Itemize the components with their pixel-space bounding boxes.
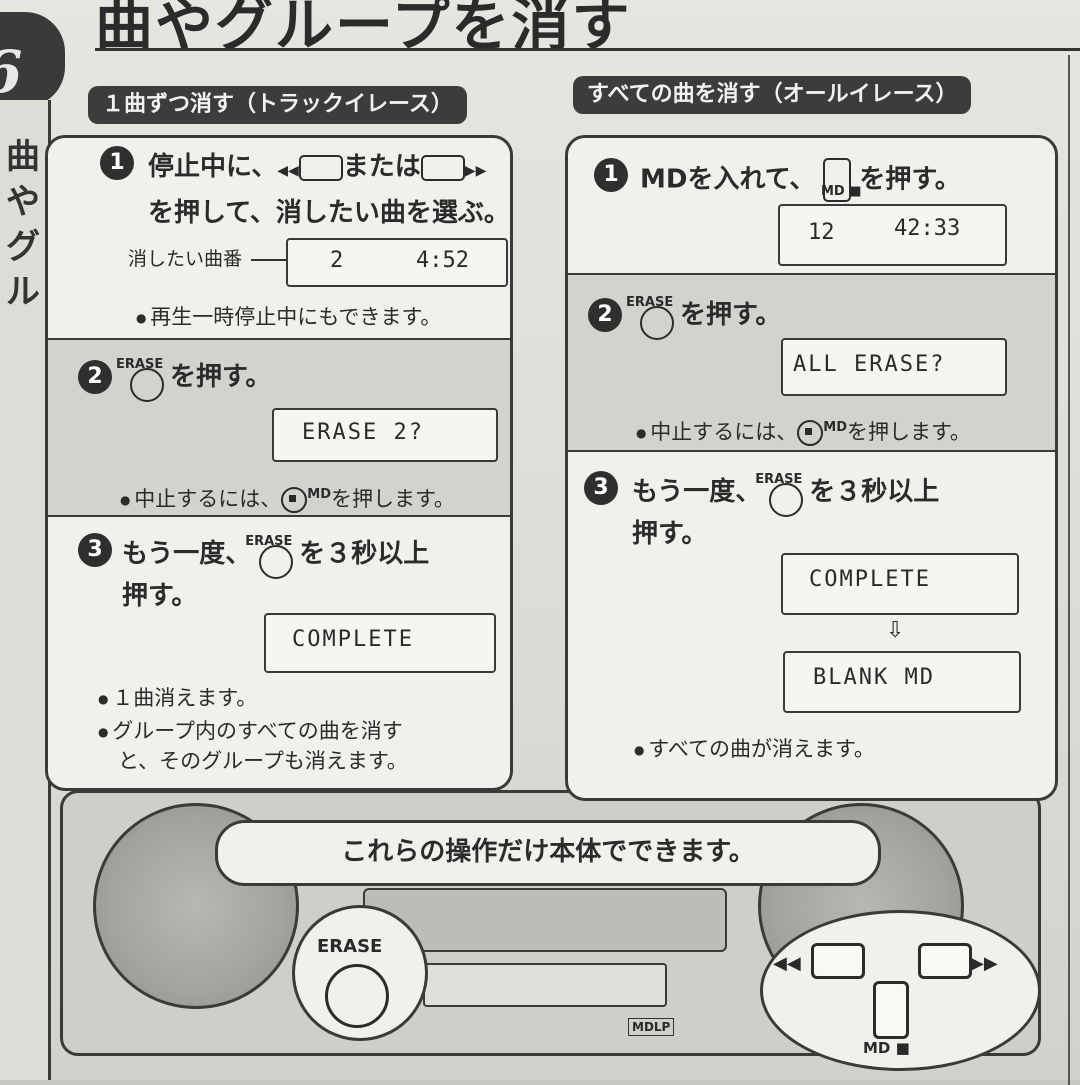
mdlp-logo: MDLP (628, 1018, 675, 1036)
md-stop-icon (281, 487, 308, 513)
next-icon: ▶▶ (970, 953, 998, 974)
lcd-track-select: 2 4:52 (286, 238, 508, 287)
lcd-complete: COMPLETE (264, 613, 496, 673)
down-arrow-icon: ⇩ (886, 618, 905, 643)
erase-zoom-circle: ERASE (292, 905, 428, 1041)
erase-zoom-button (325, 964, 389, 1028)
step2-note: 中止するには、MDを押します。 (120, 480, 455, 515)
lcd-erase-confirm: ERASE 2? (272, 408, 498, 462)
device-only-callout: これらの操作だけ本体でできます。 (215, 820, 881, 886)
next-page-edge (1068, 55, 1080, 1085)
all-erase-header: すべての曲を消す（オールイレース） (573, 76, 972, 114)
selected-track-label: 消したい曲番 (128, 248, 243, 270)
prev-icon: ◀◀ (277, 163, 299, 179)
right-step1: 1 MDを入れて、を押す。 (594, 158, 961, 202)
control-panel (363, 888, 727, 952)
step3-note: すべての曲が消えます。 (634, 734, 875, 765)
lcd-complete: COMPLETE (781, 553, 1019, 615)
left-step1: 1 停止中に、◀◀または▶▶ を押して、消したい曲を選ぶ。 (100, 146, 510, 234)
label-leader-line (251, 259, 287, 261)
step3-note-2b: と、そのグループも消えます。 (118, 749, 408, 773)
chapter-number: 6 (0, 38, 22, 106)
md-stop-icon (797, 420, 824, 446)
step-number: 1 (100, 146, 134, 180)
page-title: 曲やグループを消す (95, 0, 632, 59)
md-stop-button-icon (823, 158, 852, 202)
track-erase-panel: 1 停止中に、◀◀または▶▶ を押して、消したい曲を選ぶ。 消したい曲番 2 4… (45, 135, 513, 791)
md-stop-label: MD ■ (863, 1039, 910, 1057)
prev-button (811, 943, 865, 979)
erase-button-icon: ERASE (755, 472, 804, 517)
erase-button-icon: ERASE (626, 295, 674, 340)
prev-icon: ◀◀ (773, 953, 801, 974)
md-stop-label: MD ■ (821, 184, 862, 199)
step3-note-1: １曲消えます。 (98, 683, 257, 714)
chapter-tab: 6 (0, 12, 65, 107)
title-underline (95, 48, 1080, 51)
step2-note: 中止するには、MDを押します。 (636, 413, 971, 448)
erase-button-icon: ERASE (245, 534, 294, 579)
next-button (918, 943, 972, 979)
transport-zoom-ellipse: ◀◀ ▶▶ MD ■ (760, 910, 1041, 1071)
erase-button-icon: ERASE (116, 357, 164, 402)
step3-note-2a: グループ内のすべての曲を消す (98, 716, 402, 747)
lcd-blank-md: BLANK MD (783, 651, 1021, 713)
next-button-icon (420, 154, 465, 181)
track-erase-header: １曲ずつ消す（トラックイレース） (88, 86, 467, 124)
step1-note: 再生一時停止中にもできます。 (136, 302, 441, 333)
side-index-text: 曲 や グ ル (6, 137, 40, 312)
prev-button-icon (298, 154, 343, 181)
md-slot (423, 963, 667, 1007)
erase-zoom-label: ERASE (317, 936, 383, 957)
lcd-disc-info: 12 42:33 (778, 204, 1007, 266)
md-stop-button (873, 981, 909, 1039)
lcd-all-erase-confirm: ALL ERASE? (781, 338, 1007, 396)
next-icon: ▶▶ (464, 163, 487, 179)
